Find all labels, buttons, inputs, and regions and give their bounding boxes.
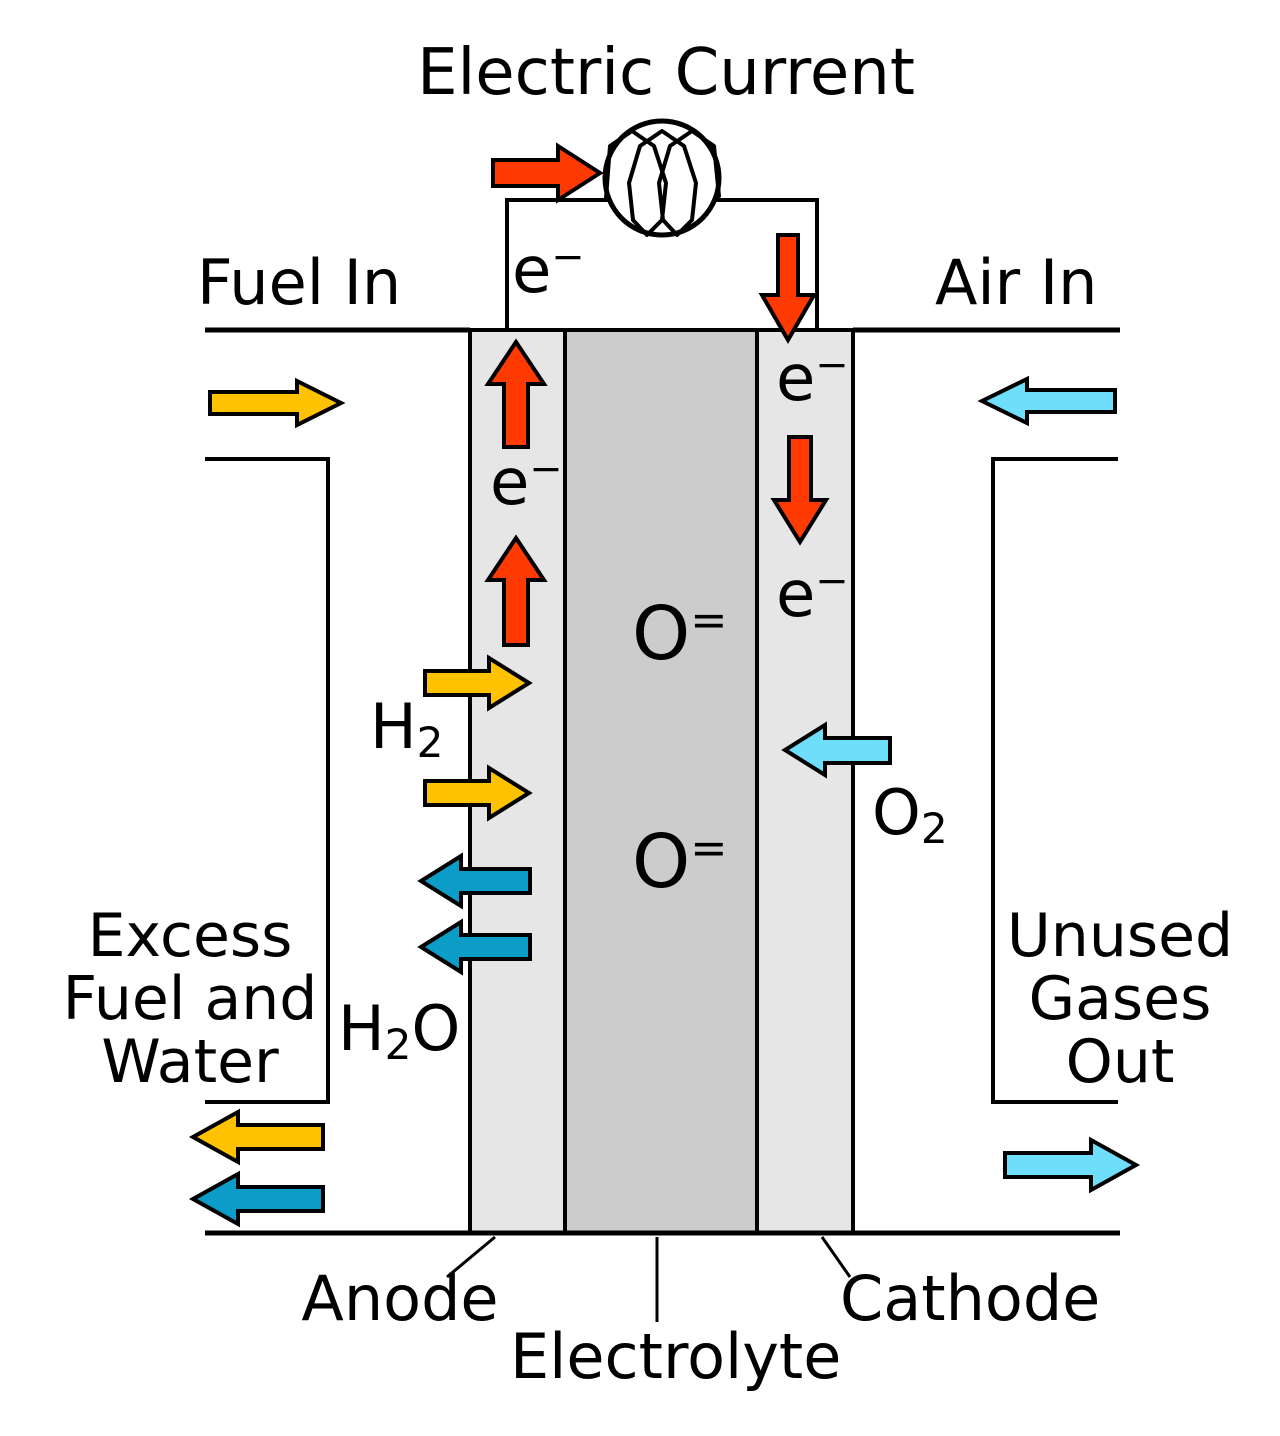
electron-label-cathode-2: e− bbox=[776, 560, 849, 629]
oxide-ion-label-1: O= bbox=[632, 594, 728, 674]
excess-line-2: Fuel and bbox=[62, 964, 318, 1034]
electron-symbol: e bbox=[490, 446, 530, 520]
o2-label: O2 bbox=[872, 780, 948, 851]
o2-count: 2 bbox=[920, 804, 948, 854]
unused-line-3: Out bbox=[1065, 1027, 1175, 1097]
oxide-symbol: O bbox=[632, 591, 691, 677]
electron-symbol: e bbox=[776, 558, 816, 632]
h2-into-anode-arrow-2 bbox=[423, 764, 533, 822]
water-out-arrow bbox=[188, 1170, 325, 1228]
electron-charge: − bbox=[815, 558, 849, 605]
unused-gases-out-arrow bbox=[1003, 1136, 1141, 1194]
h2-count: 2 bbox=[416, 718, 444, 768]
oxide-ion-label-2: O= bbox=[632, 822, 728, 902]
diagram-title: Electric Current bbox=[417, 36, 915, 110]
electron-charge: − bbox=[529, 446, 563, 493]
h2o-o-symbol: O bbox=[411, 992, 461, 1065]
electrolyte-label: Electrolyte bbox=[510, 1320, 842, 1393]
excess-fuel-water-caption: Excess Fuel and Water bbox=[55, 905, 325, 1094]
oxide-charge: = bbox=[690, 822, 728, 874]
unused-line-2: Gases bbox=[1028, 964, 1212, 1034]
h2o-h-symbol: H bbox=[338, 992, 385, 1065]
electron-charge: − bbox=[551, 234, 585, 281]
h2o-label: H2O bbox=[338, 996, 460, 1067]
excess-line-3: Water bbox=[101, 1027, 279, 1097]
electron-label-anode: e− bbox=[490, 448, 563, 517]
electron-label-circuit: e− bbox=[512, 236, 585, 305]
anode-electron-up-arrow-1 bbox=[484, 338, 548, 449]
wire-electron-down-arrow bbox=[758, 233, 818, 344]
cathode-electron-down-arrow bbox=[770, 435, 830, 546]
right-channel-bracket bbox=[991, 457, 1118, 1104]
coil-windings-icon bbox=[604, 129, 721, 237]
electron-symbol: e bbox=[776, 342, 816, 416]
electron-label-cathode-1: e− bbox=[776, 344, 849, 413]
air-in-arrow bbox=[977, 375, 1117, 427]
h2-into-anode-arrow-1 bbox=[423, 654, 533, 712]
h2o-out-of-anode-arrow-2 bbox=[417, 918, 532, 976]
unused-gases-caption: Unused Gases Out bbox=[985, 905, 1255, 1094]
electron-charge: − bbox=[815, 342, 849, 389]
h2-label: H2 bbox=[370, 694, 443, 765]
h2-symbol: H bbox=[370, 690, 417, 763]
o2-into-cathode-arrow bbox=[781, 721, 892, 779]
anode-leader-line bbox=[446, 1235, 496, 1279]
excess-fuel-out-arrow bbox=[188, 1108, 325, 1166]
o2-symbol: O bbox=[872, 776, 921, 849]
current-right-arrow bbox=[491, 142, 604, 204]
fuel-in-arrow bbox=[208, 377, 346, 429]
oxide-charge: = bbox=[690, 594, 728, 646]
h2o-count: 2 bbox=[384, 1020, 412, 1070]
air-in-label: Air In bbox=[935, 246, 1098, 319]
anode-label: Anode bbox=[301, 1262, 499, 1335]
anode-electron-up-arrow-2 bbox=[484, 534, 548, 647]
cathode-leader-line bbox=[820, 1236, 852, 1278]
electrolyte-column bbox=[563, 328, 759, 1235]
fuel-in-label: Fuel In bbox=[197, 246, 402, 319]
h2o-out-of-anode-arrow-1 bbox=[417, 852, 532, 910]
electron-symbol: e bbox=[512, 234, 552, 308]
oxide-symbol: O bbox=[632, 819, 691, 905]
left-channel-bracket bbox=[205, 457, 330, 1104]
excess-line-1: Excess bbox=[87, 901, 293, 971]
cathode-label: Cathode bbox=[840, 1262, 1101, 1335]
unused-line-1: Unused bbox=[1006, 901, 1234, 971]
